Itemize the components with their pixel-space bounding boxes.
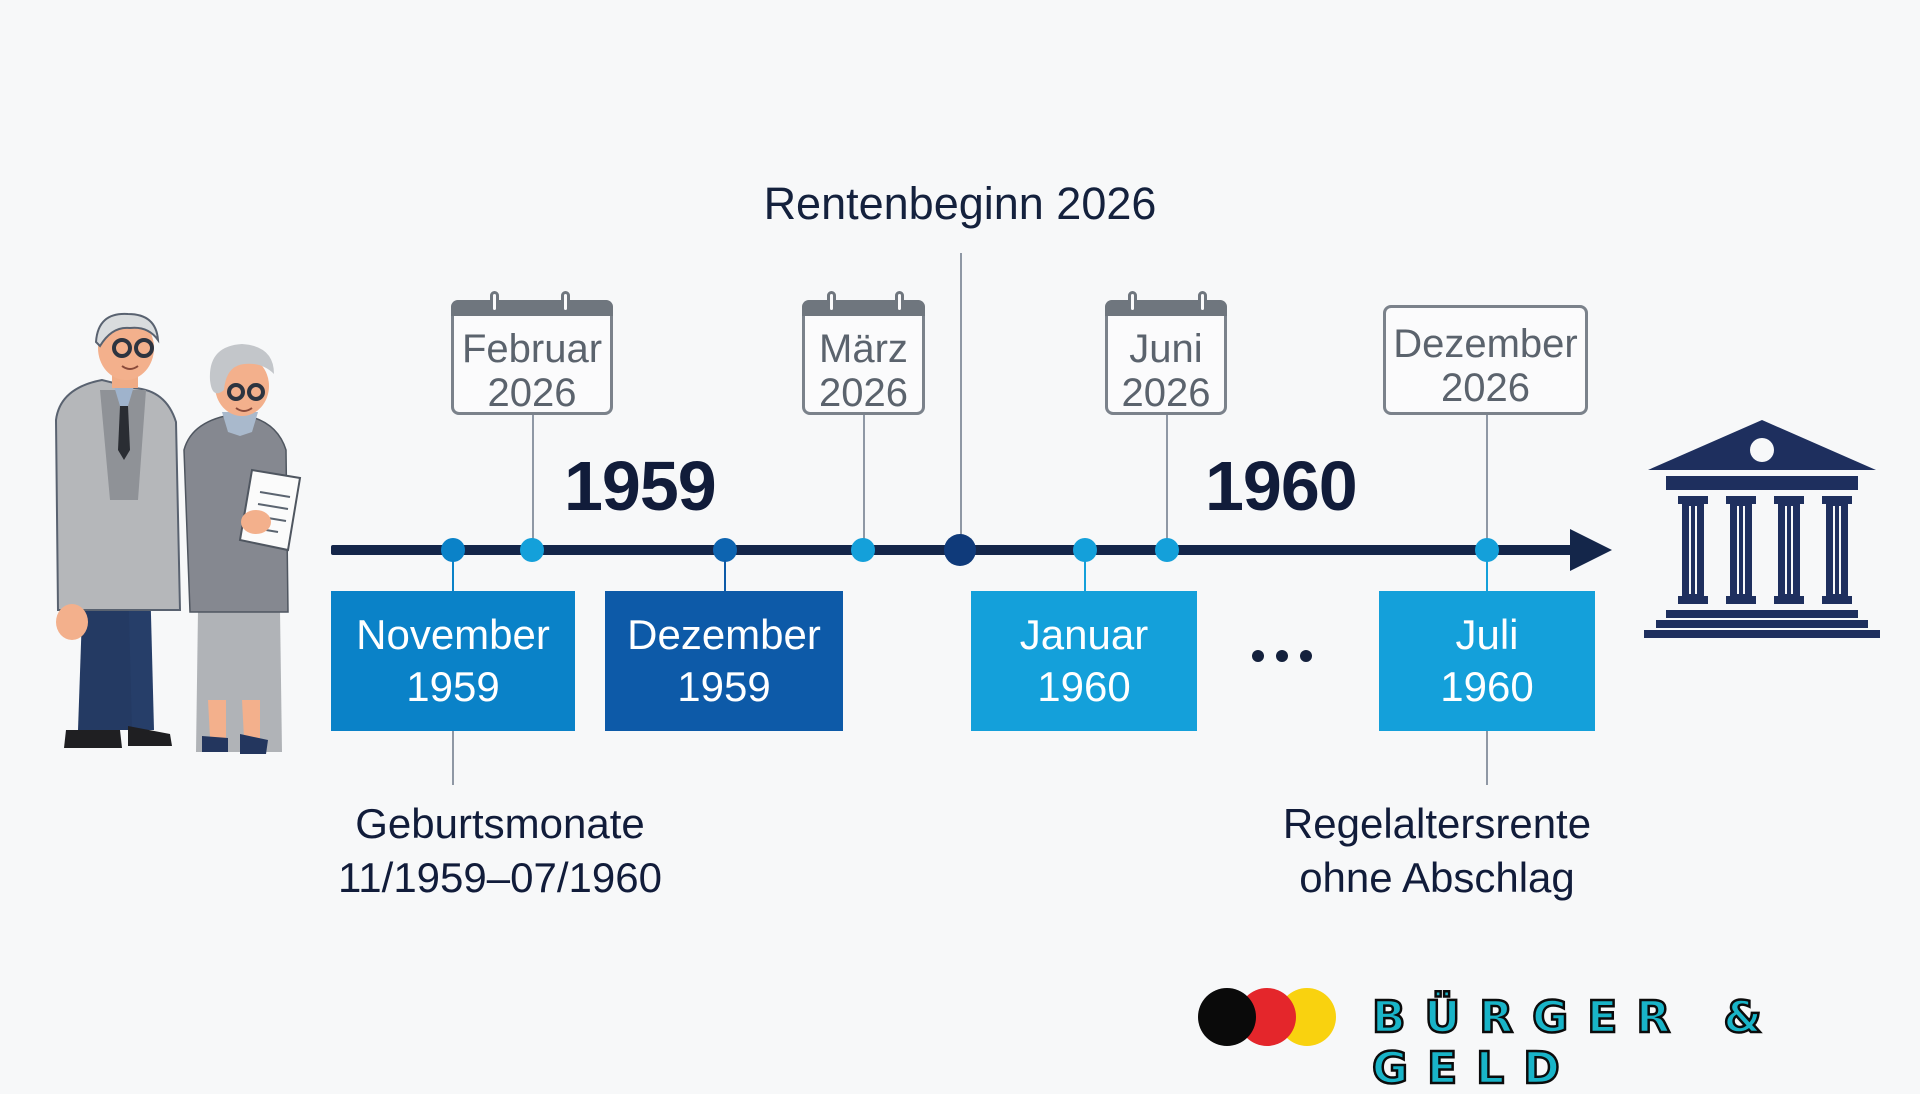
footnote-regelaltersrente: Regelaltersrente ohne Abschlag — [1237, 797, 1637, 905]
connector-dezember-box — [724, 560, 726, 591]
birth-year-label: 1960 — [1037, 663, 1131, 710]
footnote-line: Regelaltersrente — [1282, 800, 1592, 847]
footnote-line: ohne Abschlag — [1299, 854, 1575, 901]
birth-month-label: Dezember — [627, 611, 821, 658]
timeline-dot-juli-1960 — [1475, 538, 1499, 562]
timeline-dot-november-1959 — [441, 538, 465, 562]
birth-month-juli-1960: Juli 1960 — [1379, 591, 1595, 731]
calendar-ring-icon — [490, 291, 499, 313]
timeline-dot-maerz-2026 — [851, 538, 875, 562]
brand-logo-circles-icon — [1198, 988, 1338, 1046]
footnote-line: Geburtsmonate — [355, 800, 645, 847]
timeline-dot-juni-2026 — [1155, 538, 1179, 562]
birth-month-november-1959: November 1959 — [331, 591, 575, 731]
calendar-ring-icon — [895, 291, 904, 313]
elderly-couple-icon — [54, 312, 302, 754]
timeline-dot-dezember-1959 — [713, 538, 737, 562]
connector-maerz — [863, 415, 865, 545]
connector-regelaltersrente — [1486, 731, 1488, 785]
connector-juni — [1166, 415, 1168, 545]
footnote-geburtsmonate: Geburtsmonate 11/1959–07/1960 — [300, 797, 700, 905]
birth-month-label: Juli — [1455, 611, 1519, 658]
birth-month-label: November — [356, 611, 550, 658]
calendar-month: Dezember — [1393, 322, 1578, 366]
timeline-arrow-icon — [1570, 529, 1612, 571]
connector-november-box — [452, 560, 454, 591]
calendar-ring-icon — [827, 291, 836, 313]
timeline-dot-januar-1960 — [1073, 538, 1097, 562]
birth-month-dezember-1959: Dezember 1959 — [605, 591, 843, 731]
calendar-year: 2026 — [1121, 371, 1211, 415]
calendar-ring-icon — [1198, 291, 1207, 313]
connector-januar-box — [1084, 560, 1086, 591]
birth-year-label: 1959 — [406, 663, 500, 710]
calendar-year: 2026 — [819, 371, 908, 415]
rentenbeginn-connector — [960, 253, 962, 543]
calendar-header-bar — [451, 300, 613, 316]
diagram-title: Rentenbeginn 2026 — [763, 178, 1157, 229]
connector-dezember — [1486, 415, 1488, 545]
year-label-1959: 1959 — [564, 447, 717, 525]
birth-month-januar-1960: Januar 1960 — [971, 591, 1197, 731]
calendar-header-bar — [1105, 300, 1227, 316]
connector-geburtsmonate — [452, 731, 454, 785]
calendar-month: März — [819, 327, 908, 371]
timeline-dot-februar-2026 — [520, 538, 544, 562]
timeline-dot-rentenbeginn — [944, 534, 976, 566]
ellipsis-more-months — [1252, 650, 1312, 662]
calendar-ring-icon — [1128, 291, 1137, 313]
calendar-header-bar — [802, 300, 925, 316]
footnote-line: 11/1959–07/1960 — [338, 854, 662, 901]
calendar-month: Februar — [461, 327, 603, 371]
calendar-ring-icon — [561, 291, 570, 313]
connector-juli-box — [1486, 560, 1488, 591]
pension-building-icon — [1644, 420, 1880, 638]
brand-name: BÜRGER & GELD — [1371, 991, 1781, 1094]
connector-februar — [532, 415, 534, 545]
birth-year-label: 1960 — [1440, 663, 1534, 710]
calendar-year: 2026 — [487, 371, 577, 415]
birth-month-label: Januar — [1019, 611, 1149, 658]
calendar-year: 2026 — [1441, 366, 1530, 410]
calendar-month: Juni — [1129, 327, 1203, 371]
year-label-1960: 1960 — [1205, 447, 1358, 525]
birth-year-label: 1959 — [677, 663, 771, 710]
